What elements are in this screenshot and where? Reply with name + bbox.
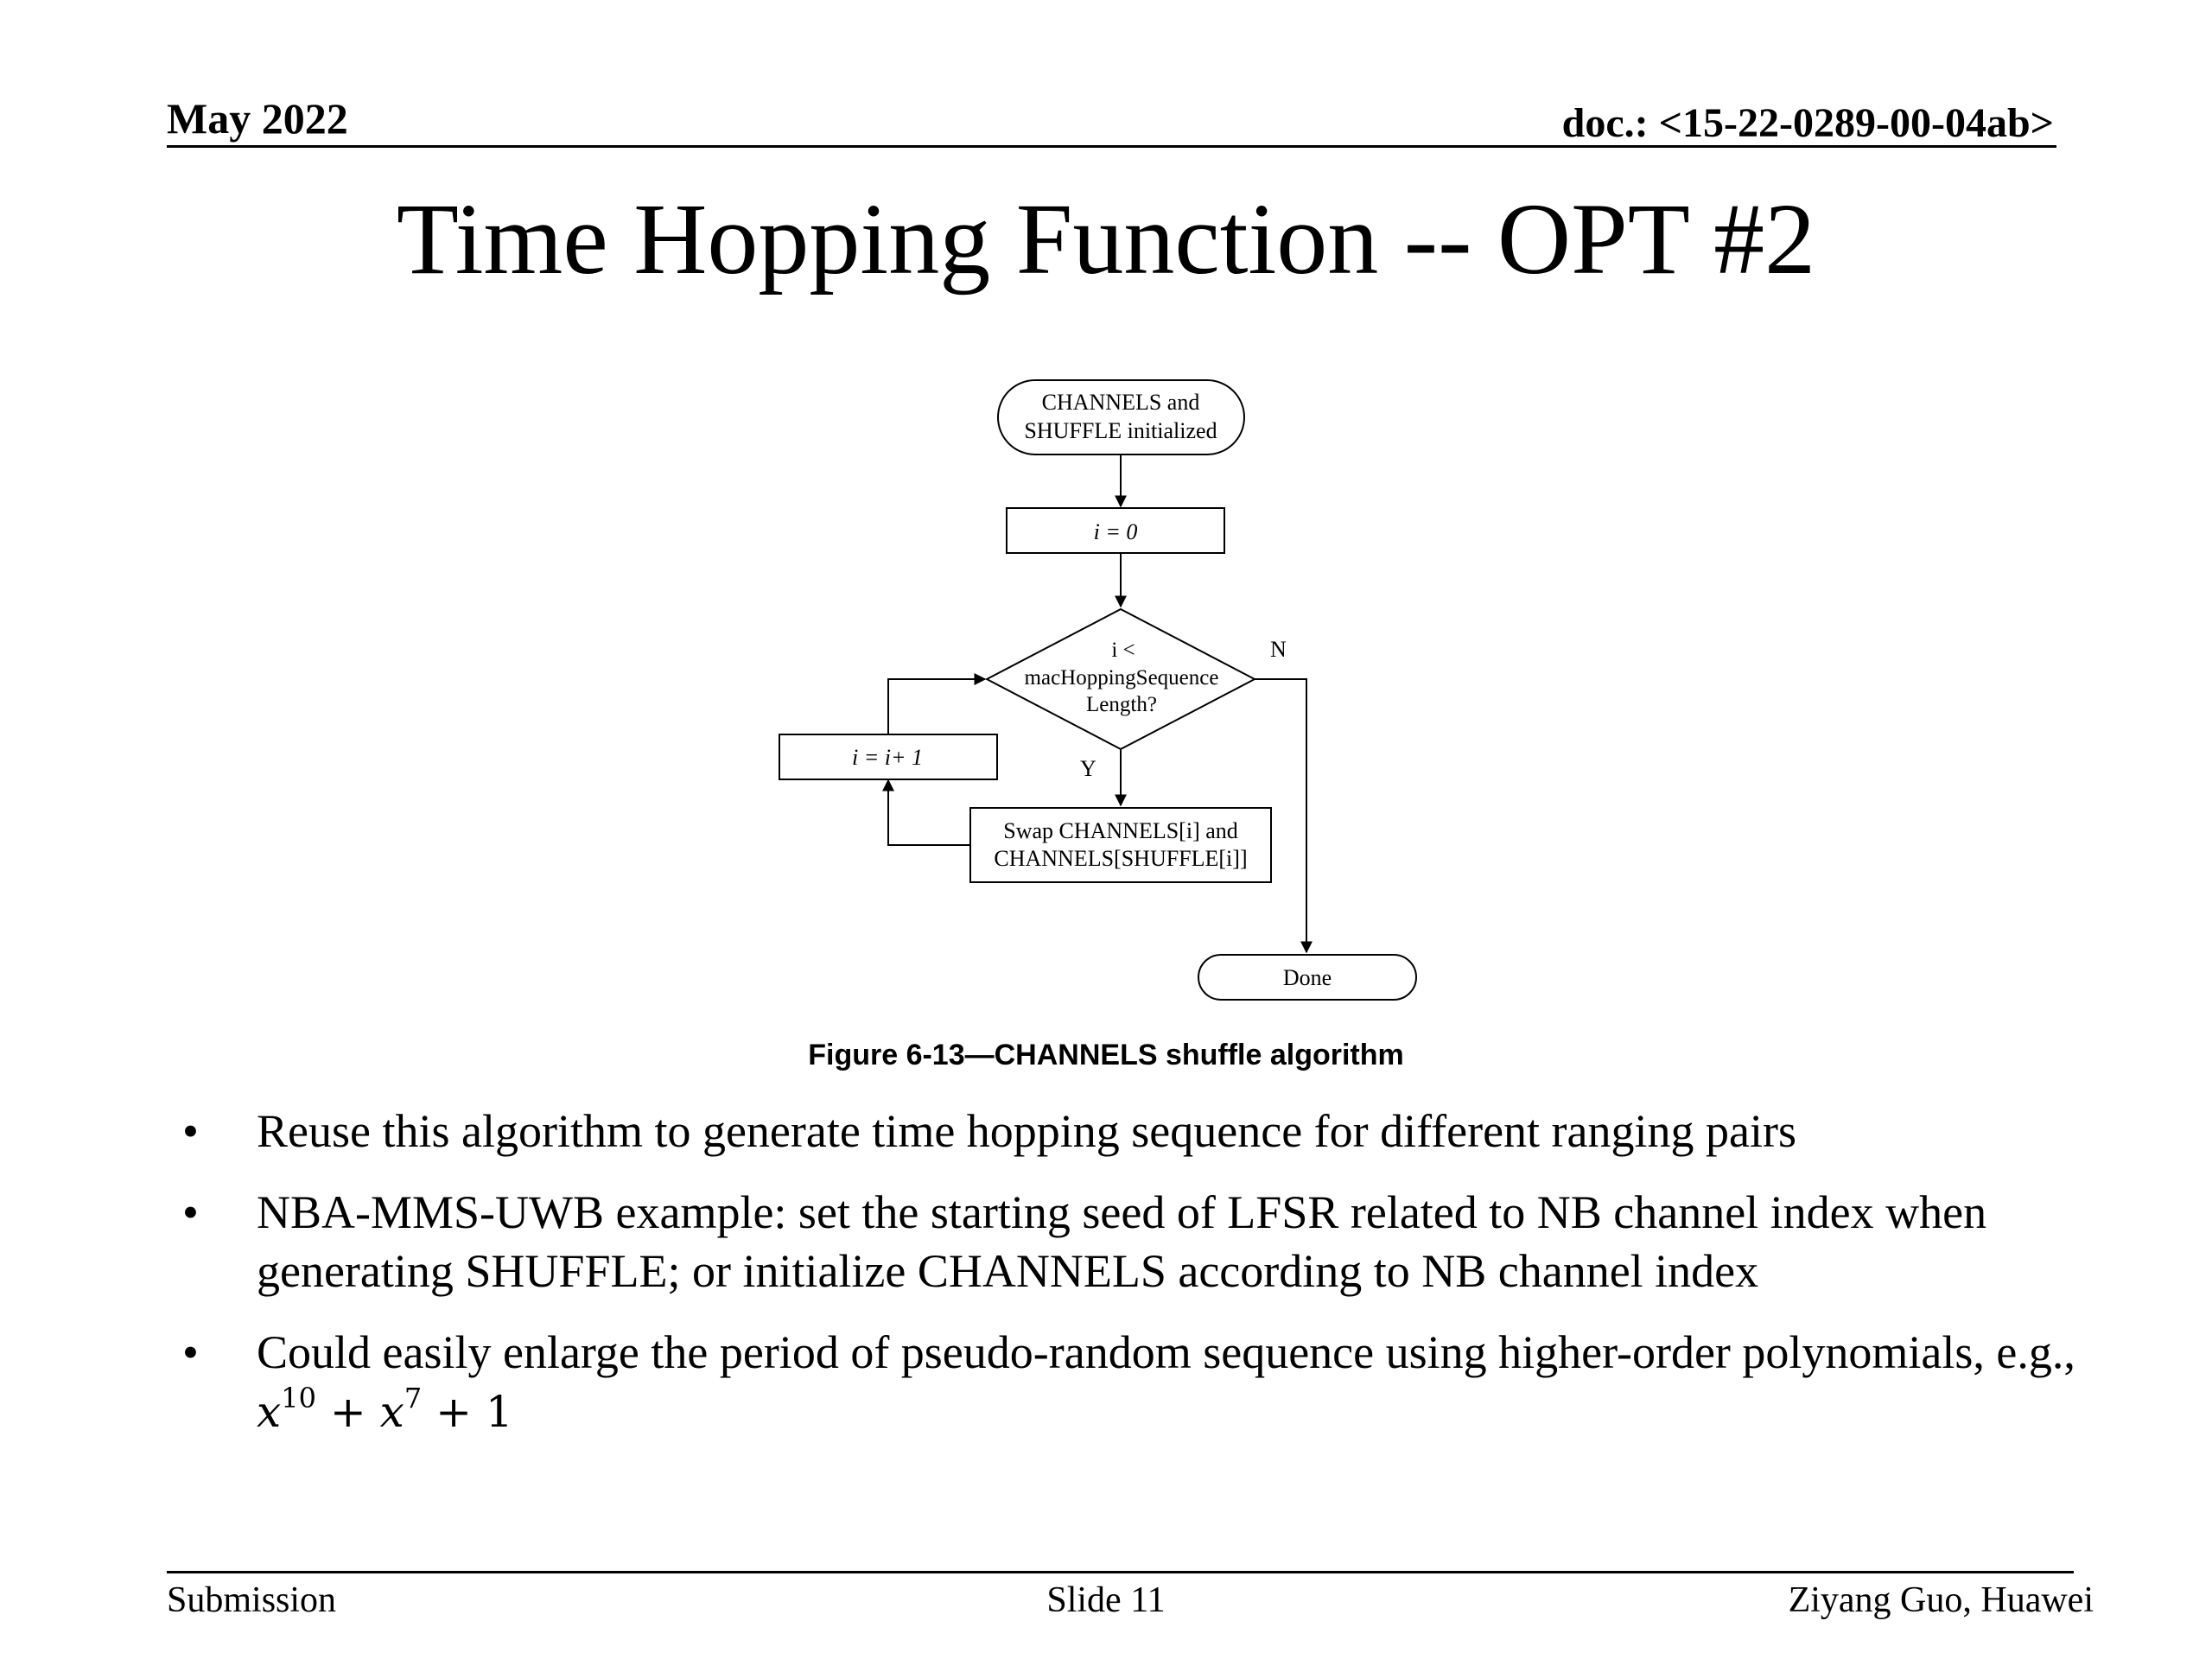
header-date: May 2022 bbox=[167, 94, 348, 143]
header-divider bbox=[167, 145, 2056, 148]
flow-increment-node bbox=[779, 734, 998, 780]
footer-author: Ziyang Guo, Huawei bbox=[1788, 1580, 2094, 1620]
footer-divider bbox=[167, 1571, 2074, 1573]
flow-done-node bbox=[1198, 954, 1417, 1001]
bullet-item: • Reuse this algorithm to generate time … bbox=[167, 1102, 2102, 1160]
formula-plus: + bbox=[435, 1387, 473, 1437]
bullet-text: NBA-MMS-UWB example: set the starting se… bbox=[257, 1186, 1987, 1297]
formula-const: 1 bbox=[485, 1387, 513, 1437]
bullet-dot: • bbox=[182, 1326, 199, 1378]
flow-init-label: i = 0 bbox=[1094, 519, 1138, 544]
formula-var: x bbox=[257, 1387, 282, 1437]
bullet-dot: • bbox=[182, 1105, 199, 1157]
flow-yes-label: Y bbox=[1080, 756, 1096, 781]
figure-caption: Figure 6-13—CHANNELS shuffle algorithm bbox=[808, 1039, 1404, 1071]
bullet-text: Could easily enlarge the period of pseud… bbox=[257, 1326, 2075, 1378]
flow-swap-node bbox=[969, 807, 1272, 883]
slide-title: Time Hopping Function -- OPT #2 bbox=[396, 182, 1816, 296]
flow-done-label: Done bbox=[1283, 965, 1332, 990]
flow-init-node bbox=[1006, 507, 1225, 554]
formula-var: x bbox=[379, 1387, 404, 1437]
flow-swap-line2: CHANNELS[SHUFFLE[i]] bbox=[994, 846, 1247, 871]
bullet-text: Reuse this algorithm to generate time ho… bbox=[257, 1105, 1796, 1157]
flow-decision-line2: macHoppingSequence bbox=[1025, 666, 1219, 690]
flow-start-line2: SHUFFLE initialized bbox=[1024, 418, 1217, 443]
bullet-dot: • bbox=[182, 1186, 199, 1238]
flow-increment-label: i = i+ 1 bbox=[852, 745, 923, 770]
flow-no-label: N bbox=[1270, 637, 1287, 662]
flow-arrow-no bbox=[1255, 678, 1313, 954]
polynomial-formula: x10 + x7 + 1 bbox=[257, 1384, 513, 1437]
formula-exp2: 7 bbox=[404, 1382, 423, 1414]
flow-arrow-swap-increment bbox=[882, 779, 970, 846]
flow-swap-line1: Swap CHANNELS[i] and bbox=[1003, 818, 1238, 843]
footer-submission: Submission bbox=[167, 1580, 337, 1620]
bullet-list: • Reuse this algorithm to generate time … bbox=[167, 1102, 2102, 1464]
flow-start-line1: CHANNELS and bbox=[1042, 390, 1200, 415]
header-doc-id: doc.: <15-22-0289-00-04ab> bbox=[1561, 100, 2054, 146]
flowchart: CHANNELS and SHUFFLE initialized i = 0 i… bbox=[760, 372, 1452, 1028]
bullet-item: • NBA-MMS-UWB example: set the starting … bbox=[167, 1183, 2102, 1300]
flow-decision-line3: Length? bbox=[1086, 693, 1157, 716]
flow-decision-line1: i < bbox=[1111, 639, 1135, 662]
flow-arrow-increment-decision bbox=[887, 673, 987, 734]
formula-exp1: 10 bbox=[281, 1382, 316, 1414]
bullet-item: • Could easily enlarge the period of pse… bbox=[167, 1323, 2102, 1441]
footer-slide-number: Slide 11 bbox=[1046, 1580, 1166, 1620]
formula-plus: + bbox=[329, 1387, 366, 1437]
